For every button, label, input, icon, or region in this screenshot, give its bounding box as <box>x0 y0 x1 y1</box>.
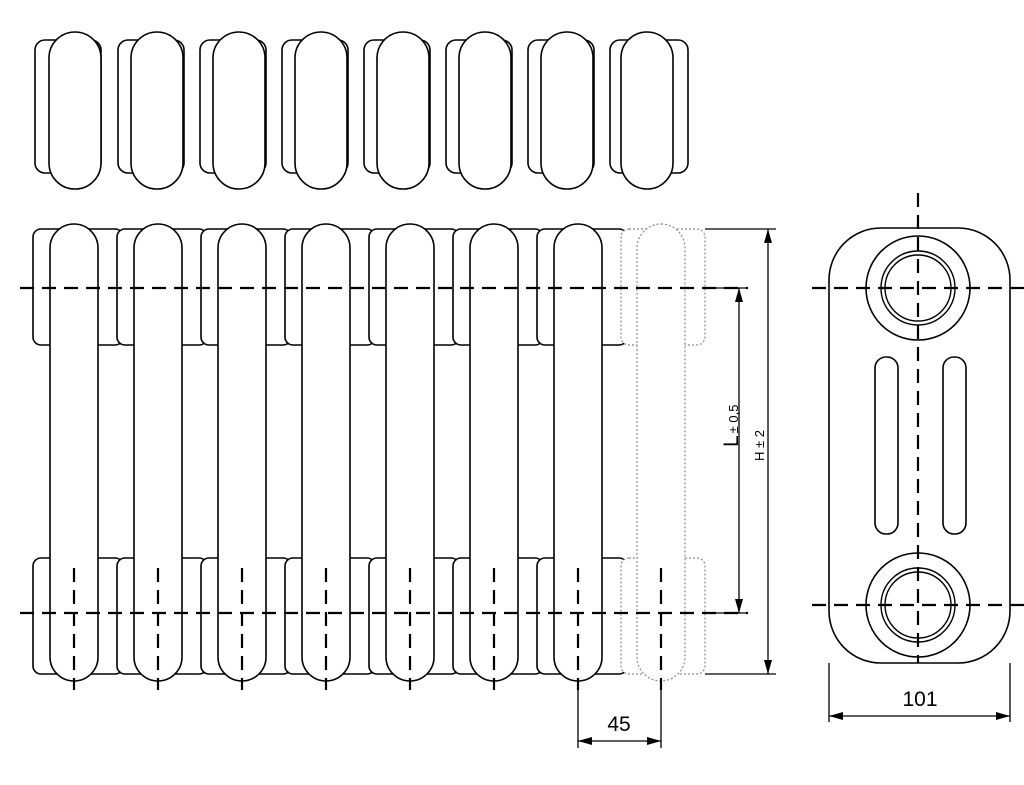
front-view-tube-centerlines <box>72 568 663 690</box>
side-view-left-slot <box>874 356 899 535</box>
side-view <box>812 193 1024 664</box>
dimension-height <box>705 228 776 675</box>
side-view-body <box>828 227 1011 664</box>
top-view <box>34 31 689 190</box>
dimension-section-pitch <box>577 690 662 748</box>
center-distance-label: L± 0,5 <box>720 404 743 447</box>
side-view-right-slot <box>942 356 967 535</box>
section-pitch-label: 45 <box>607 713 630 736</box>
depth-label: 101 <box>902 688 937 711</box>
top-view-sections <box>48 31 674 190</box>
height-label: H ± 2 <box>752 430 767 461</box>
front-view <box>20 223 748 690</box>
front-view-tubes <box>49 223 603 682</box>
dimension-depth <box>828 663 1011 722</box>
dimension-center-distance <box>706 287 748 614</box>
